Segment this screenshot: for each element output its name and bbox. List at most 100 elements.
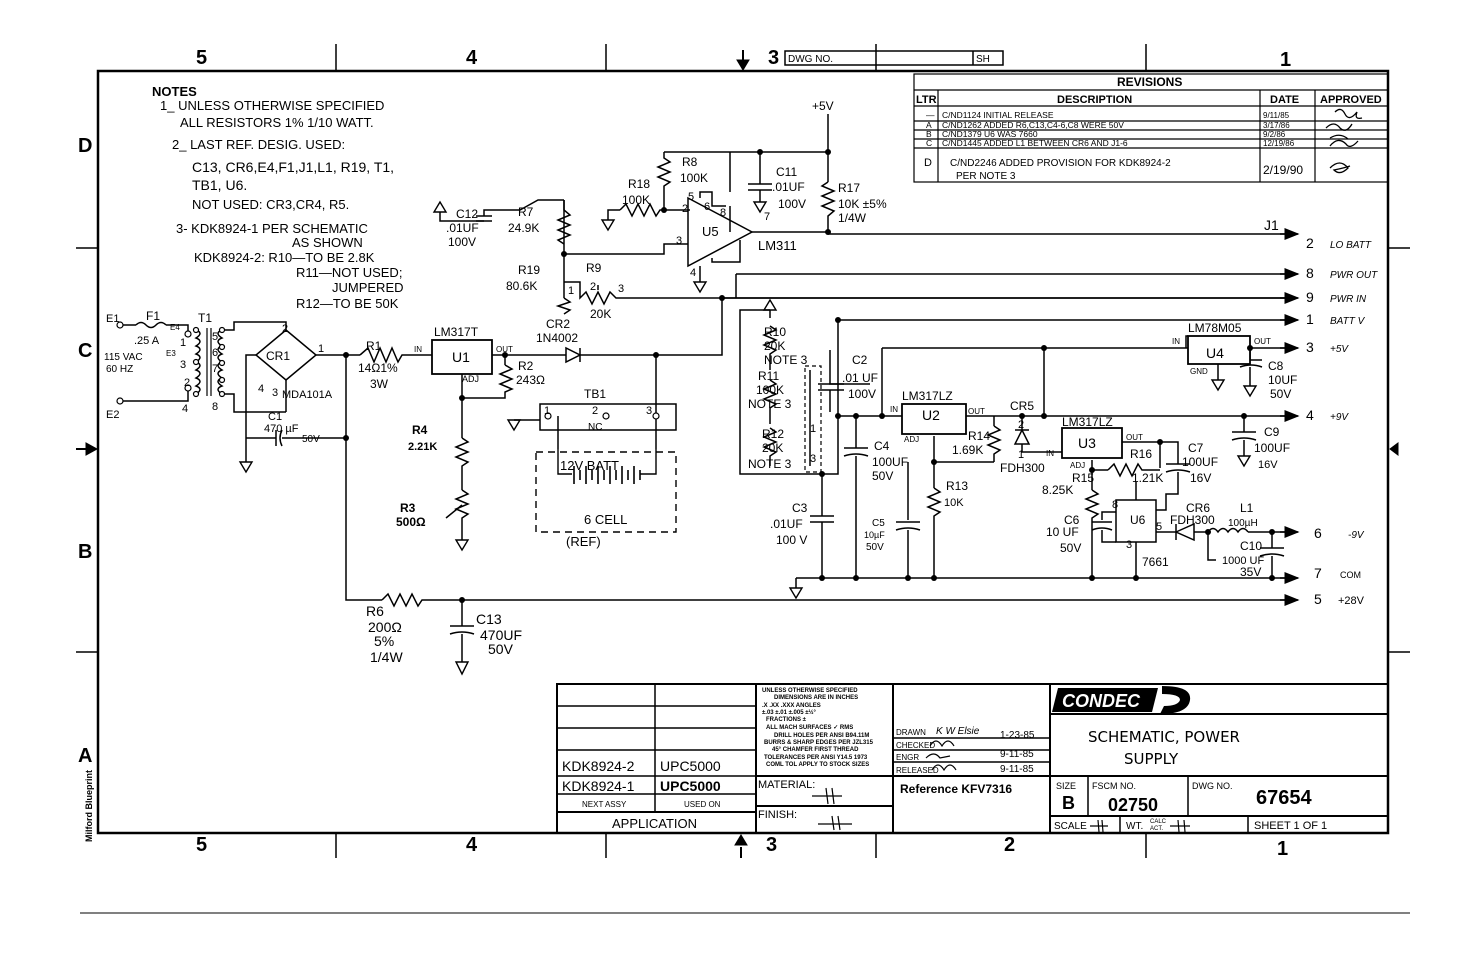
- svg-text:1: 1: [810, 423, 816, 435]
- svg-text:LM317T: LM317T: [434, 325, 479, 339]
- approval-initials: [1325, 108, 1363, 174]
- svg-text:(REF): (REF): [566, 534, 601, 549]
- svg-text:B: B: [1062, 793, 1075, 813]
- pwr-out-wire: [735, 273, 1290, 298]
- svg-text:R3: R3: [400, 501, 416, 515]
- svg-text:IN: IN: [890, 405, 898, 414]
- svg-text:3: 3: [676, 235, 682, 247]
- svg-text:8: 8: [1112, 499, 1118, 511]
- svg-text:C4: C4: [874, 439, 890, 453]
- svg-text:470 µF: 470 µF: [264, 423, 299, 435]
- svg-text:1N4002: 1N4002: [536, 331, 578, 345]
- svg-text:67654: 67654: [1256, 787, 1312, 809]
- svg-text:U2: U2: [922, 407, 940, 423]
- svg-text:USED ON: USED ON: [684, 800, 721, 809]
- svg-text:50V: 50V: [866, 542, 884, 553]
- svg-text:MDA101A: MDA101A: [282, 389, 333, 401]
- svg-text:±.03 ±.01 ±.005 ±½°: ±.03 ±.01 ±.005 ±½°: [762, 709, 817, 716]
- svg-text:CALC: CALC: [1150, 819, 1167, 825]
- svg-text:FDH300: FDH300: [1170, 513, 1215, 527]
- svg-text:1: 1: [568, 285, 574, 297]
- svg-text:5: 5: [196, 834, 207, 856]
- svg-text:E2: E2: [106, 409, 119, 421]
- svg-text:5: 5: [1314, 591, 1322, 607]
- component-labels: +5V R8 100K R18 100K C11 .01UF 100V R17 …: [104, 99, 1297, 665]
- svg-text:R12—TO BE 50K: R12—TO BE 50K: [296, 296, 399, 311]
- svg-text:9-11-85: 9-11-85: [1000, 749, 1034, 760]
- battery-symbol: [535, 449, 677, 533]
- svg-text:5: 5: [1156, 521, 1162, 533]
- svg-text:7661: 7661: [1142, 555, 1169, 569]
- svg-text:100UF: 100UF: [872, 455, 908, 469]
- svg-text:470UF: 470UF: [480, 627, 522, 643]
- svg-text:100K: 100K: [756, 383, 784, 397]
- svg-text:LO BATT: LO BATT: [1330, 240, 1372, 251]
- svg-text:9/2/86: 9/2/86: [1263, 130, 1286, 139]
- svg-text:4: 4: [690, 267, 696, 279]
- svg-text:6: 6: [1314, 525, 1322, 541]
- svg-text:C: C: [78, 340, 92, 362]
- svg-text:R11—NOT USED;: R11—NOT USED;: [296, 265, 402, 280]
- svg-text:24.9K: 24.9K: [508, 221, 539, 235]
- svg-text:B: B: [78, 541, 92, 563]
- svg-text:8: 8: [720, 207, 726, 219]
- svg-text:500Ω: 500Ω: [396, 515, 426, 529]
- svg-text:2: 2: [1004, 834, 1015, 856]
- svg-text:C10: C10: [1240, 539, 1262, 553]
- svg-text:4: 4: [466, 47, 478, 69]
- svg-text:R15: R15: [1072, 471, 1094, 485]
- junction-dots: [343, 149, 1275, 603]
- svg-text:F1: F1: [146, 309, 160, 323]
- svg-text:C: C: [926, 138, 932, 148]
- svg-text:R9: R9: [586, 261, 602, 275]
- svg-text:CR2: CR2: [546, 317, 570, 331]
- svg-text:ENGR: ENGR: [896, 753, 919, 762]
- svg-text:R14: R14: [968, 429, 990, 443]
- svg-text:R18: R18: [628, 177, 650, 191]
- svg-text:C/ND1262 ADDED R6,C13,C4-6,C8: C/ND1262 ADDED R6,C13,C4-6,C8 WERE 50V: [942, 120, 1124, 130]
- svg-text:ACT.: ACT.: [1150, 826, 1163, 832]
- svg-text:-9V: -9V: [1348, 530, 1365, 541]
- svg-text:2: 2: [592, 405, 598, 417]
- svg-text:R17: R17: [838, 181, 860, 195]
- svg-text:ADJ: ADJ: [1070, 461, 1085, 470]
- svg-text:JUMPERED: JUMPERED: [332, 280, 404, 295]
- j1-arrows: [1280, 228, 1300, 606]
- svg-text:115 VAC: 115 VAC: [104, 352, 143, 363]
- svg-text:7: 7: [212, 363, 218, 375]
- u4-box: [1187, 335, 1251, 365]
- svg-text:.01UF: .01UF: [446, 221, 479, 235]
- title-block: KDK8924-2 UPC5000 KDK8924-1 UPC5000 NEXT…: [556, 683, 1389, 834]
- svg-text:DWG NO.: DWG NO.: [1192, 781, 1233, 791]
- material-dash-marks: [812, 787, 852, 831]
- svg-text:U4: U4: [1206, 345, 1224, 361]
- svg-text:C12: C12: [456, 207, 478, 221]
- svg-text:U5: U5: [702, 224, 719, 239]
- svg-text:OUT: OUT: [968, 407, 985, 416]
- svg-text:DWG NO.: DWG NO.: [788, 54, 833, 65]
- svg-text:CHECKED: CHECKED: [896, 741, 935, 750]
- svg-text:.25 A: .25 A: [134, 335, 160, 347]
- svg-text:C/ND2246 ADDED PROVISION FOR K: C/ND2246 ADDED PROVISION FOR KDK8924-2: [950, 158, 1171, 169]
- svg-text:KDK8924-2: KDK8924-2: [562, 758, 635, 774]
- zone-labels-bottom: 5 4 3 2 1: [196, 834, 1288, 860]
- svg-text:ALL MACH SURFACES ✓ RMS: ALL MACH SURFACES ✓ RMS: [766, 725, 853, 731]
- side-label: Milford Blueprint: [84, 770, 94, 842]
- svg-text:R7: R7: [518, 205, 534, 219]
- svg-text:RELEASED: RELEASED: [896, 766, 939, 775]
- svg-text:R16: R16: [1130, 447, 1152, 461]
- svg-text:CR5: CR5: [1010, 399, 1034, 413]
- svg-text:3: 3: [272, 387, 278, 399]
- svg-text:CR6: CR6: [1186, 501, 1210, 515]
- svg-text:2_ LAST REF. DESIG. USED:: 2_ LAST REF. DESIG. USED:: [172, 137, 345, 152]
- svg-text:50V: 50V: [872, 469, 893, 483]
- svg-text:C9: C9: [1264, 425, 1280, 439]
- svg-text:NEXT ASSY: NEXT ASSY: [582, 800, 627, 809]
- svg-text:R4: R4: [412, 423, 428, 437]
- svg-text:Reference KFV7316: Reference KFV7316: [900, 782, 1012, 796]
- svg-text:R2: R2: [518, 359, 534, 373]
- svg-text:3W: 3W: [370, 377, 389, 391]
- svg-text:02750: 02750: [1108, 795, 1158, 815]
- svg-text:CONDEC: CONDEC: [1062, 691, 1141, 711]
- svg-text:14Ω1%: 14Ω1%: [358, 361, 398, 375]
